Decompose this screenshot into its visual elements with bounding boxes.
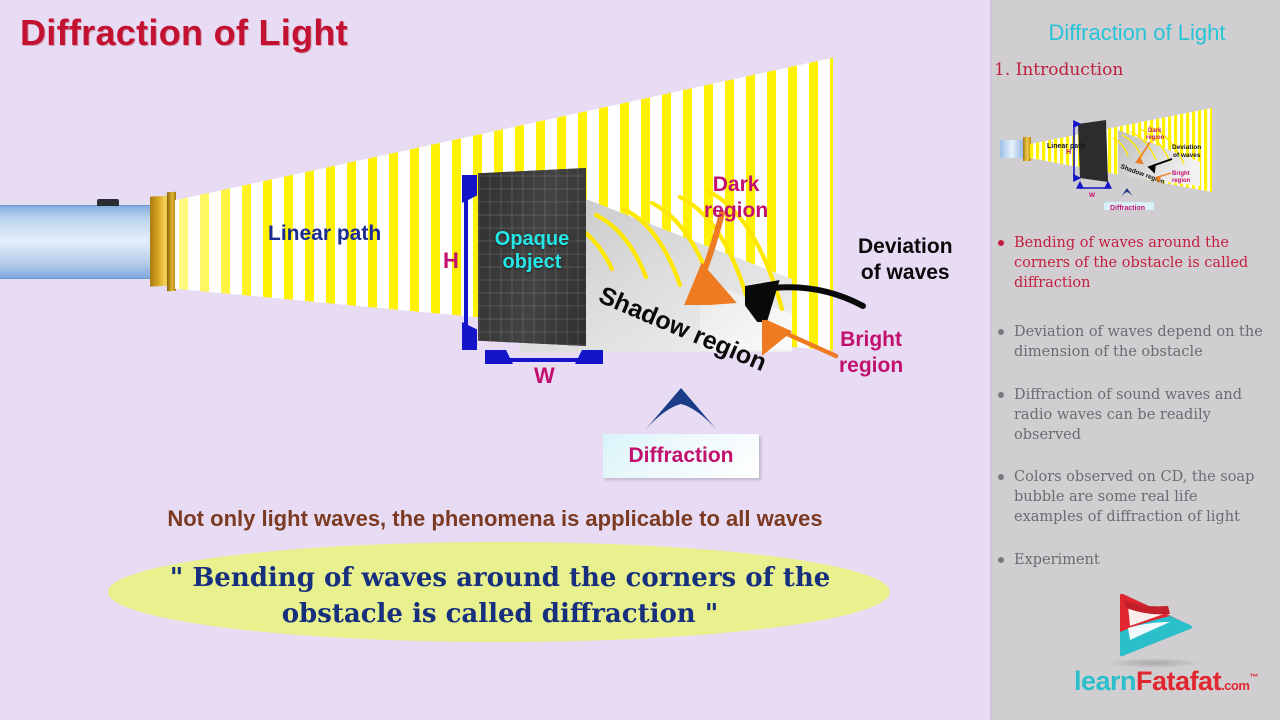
quote-line-2: diffraction "	[541, 599, 719, 629]
bright-region-pointer-arrow	[762, 320, 839, 359]
width-measure-arrow	[485, 350, 603, 364]
dark-region-pointer-arrow	[683, 210, 737, 305]
height-measure-arrow	[462, 175, 477, 350]
logo-fatafat-text: Fatafat	[1136, 666, 1222, 696]
page-title: Diffraction of Light	[20, 12, 348, 53]
dark-region-label-line1: Dark	[712, 173, 760, 196]
sidebar-title: Diffraction of Light	[1048, 20, 1226, 45]
sidebar-bullet-5[interactable]: Experiment	[996, 550, 1268, 570]
deviation-label-line1: Deviation	[858, 235, 953, 258]
logo-shadow	[1106, 658, 1202, 668]
sidebar-bullet-3[interactable]: Diffraction of sound waves and radio wav…	[996, 385, 1268, 445]
logo-com-text: .com	[1221, 678, 1250, 693]
applicability-note: Not only light waves, the phenomena is a…	[167, 506, 823, 531]
opaque-object-label-line1: Opaque	[494, 228, 570, 250]
sidebar-section-heading: 1. Introduction	[994, 60, 1124, 80]
thumb-linear-path-label: Linear path	[1047, 143, 1085, 150]
linear-path-label: Linear path	[268, 222, 382, 245]
brand-logo[interactable]: learnFatafat.com™	[1074, 592, 1258, 704]
bright-region-label-line2: region	[839, 354, 904, 377]
quote-ellipse-background	[108, 542, 890, 642]
thumb-deviation-line2: of waves	[1173, 152, 1201, 159]
deviation-of-waves-label: Deviation of waves	[858, 234, 953, 286]
sidebar-bullet-2[interactable]: Deviation of waves depend on the dimensi…	[996, 322, 1268, 362]
main-content-panel: Diffraction of Light Opaque	[0, 12, 953, 642]
opaque-object-label: Opaque object	[478, 228, 586, 274]
width-marker-label: W	[534, 363, 555, 388]
sidebar-bullet-2-text: Deviation of waves depend on the dimensi…	[1014, 324, 1263, 360]
dark-region-label: Dark region	[704, 172, 768, 224]
logo-wordmark: learnFatafat.com™	[1074, 666, 1258, 697]
bright-region-label: Bright region	[839, 327, 903, 379]
thumb-dark-region-line2: region	[1146, 135, 1165, 141]
sidebar-diagram-thumbnail: Linear path H W Dark region Shadow regio…	[1000, 108, 1212, 210]
height-marker-label: H	[443, 248, 459, 273]
thumb-bright-region-line1: Bright	[1172, 171, 1190, 177]
opaque-object-label-line2: object	[502, 251, 562, 273]
dark-region-label-line2: region	[704, 199, 769, 222]
sidebar-bullet-1[interactable]: Bending of waves around the corners of t…	[996, 233, 1268, 293]
sidebar-bullet-5-text: Experiment	[1014, 552, 1100, 568]
torch-switch-icon	[97, 199, 119, 206]
torch-head-rim	[167, 191, 176, 292]
diffraction-chevron-icon	[645, 388, 717, 430]
diffraction-callout-label: Diffraction	[628, 444, 734, 467]
logo-play-book-icon	[1120, 593, 1193, 657]
thumb-diffraction-label: Diffraction	[1110, 205, 1145, 210]
thumb-deviation-line1: Deviation	[1172, 144, 1201, 151]
torch-body	[0, 205, 157, 279]
thumb-width-label: W	[1089, 192, 1096, 199]
bright-region-label-line1: Bright	[840, 328, 902, 351]
thumb-dark-region-line1: Dark	[1148, 128, 1162, 134]
sidebar-bullet-3-text: Diffraction of sound waves and radio wav…	[1014, 387, 1242, 443]
thumb-bright-region-line2: region	[1172, 178, 1191, 184]
definition-quote: " Bending of waves around the corners of…	[120, 560, 880, 632]
diffraction-callout-box: Diffraction	[603, 434, 759, 478]
opaque-object-block	[478, 168, 586, 346]
deviation-pointer-arrow	[745, 280, 866, 322]
logo-tm-text: ™	[1249, 672, 1258, 682]
deviation-label-line2: of waves	[860, 261, 950, 284]
sidebar-bullet-4[interactable]: Colors observed on CD, the soap bubble a…	[996, 467, 1268, 527]
sidebar-bullet-4-text: Colors observed on CD, the soap bubble a…	[1014, 469, 1255, 525]
quote-line-1: " Bending of waves around the corners of…	[169, 563, 831, 629]
sidebar-bullet-1-text: Bending of waves around the corners of t…	[1014, 235, 1249, 291]
thumb-height-label: H	[1066, 149, 1071, 156]
thumb-diffraction-chevron-icon	[1118, 188, 1136, 201]
logo-learn-text: learn	[1074, 666, 1137, 696]
